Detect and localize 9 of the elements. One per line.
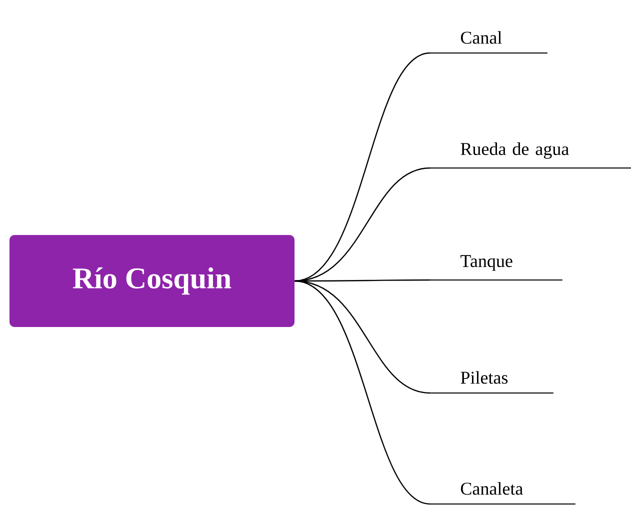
branch-label: Tanque: [430, 255, 563, 280]
topic-box: Río Cosquin: [10, 235, 294, 327]
branch-label: Canaleta: [430, 482, 576, 504]
branch-line: [294, 167, 430, 282]
branch-label: Piletas: [430, 371, 554, 394]
branch-label: Canal: [430, 31, 548, 54]
branch-line: [294, 52, 430, 282]
branch-label: Rueda de agua: [430, 142, 631, 168]
branch-line: [294, 280, 430, 505]
